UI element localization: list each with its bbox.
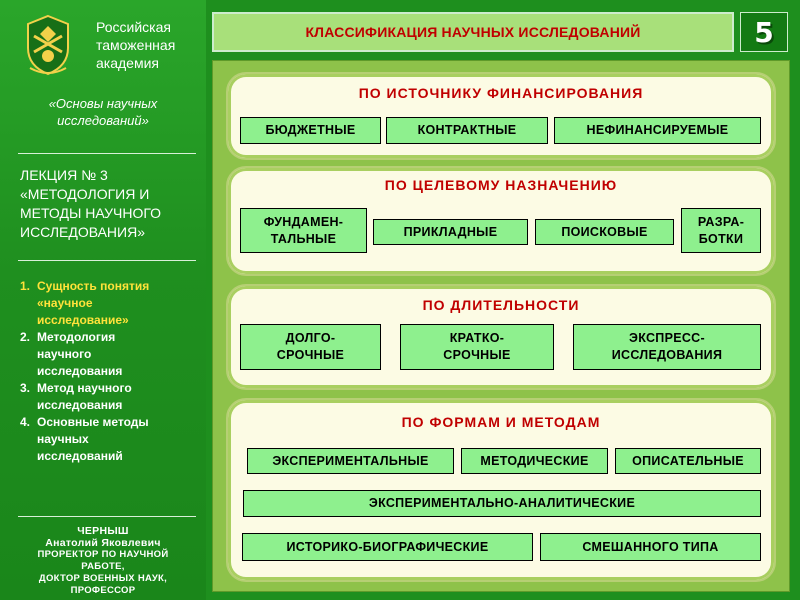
tag-line: СРОЧНЫЕ xyxy=(276,348,345,362)
tag-short-term: КРАТКО- СРОЧНЫЕ xyxy=(400,324,554,370)
outline-item-4[interactable]: 4. Основные методы научных исследований xyxy=(20,414,206,465)
lecture-line: ЛЕКЦИЯ № 3 xyxy=(20,167,108,183)
outline-line: исследований xyxy=(37,449,123,463)
outline-item-2[interactable]: 2. Методология научного исследования xyxy=(20,329,206,380)
section-funding xyxy=(226,72,776,160)
tag-mixed-type: СМЕШАННОГО ТИПА xyxy=(540,533,761,561)
tag-line: КРАТКО- xyxy=(449,331,505,345)
slide-number: 5 xyxy=(740,12,788,52)
course-line: «Основы научных xyxy=(48,96,158,111)
tag-unfunded: НЕФИНАНСИРУЕМЫЕ xyxy=(554,117,761,144)
author-name: Анатолий Яковлевич xyxy=(45,537,161,549)
tag-applied: ПРИКЛАДНЫЕ xyxy=(373,219,528,245)
outline-item-3[interactable]: 3. Метод научного исследования xyxy=(20,380,206,414)
sidebar xyxy=(0,0,206,600)
outline-line: Методология xyxy=(37,330,116,344)
section-title: ПО ДЛИТЕЛЬНОСТИ xyxy=(422,297,580,313)
lecture-line: МЕТОДЫ НАУЧНОГО xyxy=(20,205,162,221)
sidebar-divider xyxy=(18,260,196,261)
customs-emblem-icon xyxy=(22,12,74,78)
academy-name: Российская таможенная академия xyxy=(96,18,206,72)
tag-line: ЭКСПРЕСС- xyxy=(629,331,705,345)
sidebar-divider xyxy=(18,516,196,517)
tag-methodical: МЕТОДИЧЕСКИЕ xyxy=(461,448,608,474)
tag-exploratory: ПОИСКОВЫЕ xyxy=(535,219,674,245)
tag-line: ИССЛЕДОВАНИЯ xyxy=(611,348,723,362)
outline-line: «научное xyxy=(37,296,93,310)
tag-fundamental: ФУНДАМЕН- ТАЛЬНЫЕ xyxy=(240,208,367,253)
author-position: ДОКТОР ВОЕННЫХ НАУК, xyxy=(38,573,168,584)
outline-line: исследования xyxy=(37,398,123,412)
tag-line: ФУНДАМЕН- xyxy=(263,214,344,229)
tag-line: БОТКИ xyxy=(698,231,744,246)
academy-line: таможенная xyxy=(96,37,176,53)
lecture-title: ЛЕКЦИЯ № 3 «МЕТОДОЛОГИЯ И МЕТОДЫ НАУЧНОГ… xyxy=(20,166,200,242)
author-block: ЧЕРНЫШ Анатолий Яковлевич ПРОРЕКТОР ПО Н… xyxy=(8,525,198,597)
academy-line: академия xyxy=(96,55,159,71)
course-title: «Основы научных исследований» xyxy=(10,95,196,129)
tag-historical-biographical: ИСТОРИКО-БИОГРАФИЧЕСКИЕ xyxy=(242,533,533,561)
outline-line: Метод научного xyxy=(37,381,132,395)
outline-line: Основные методы xyxy=(37,415,149,429)
tag-budget: БЮДЖЕТНЫЕ xyxy=(240,117,381,144)
tag-line: СРОЧНЫЕ xyxy=(443,348,511,362)
lecture-outline: 1. Сущность понятия «научное исследовани… xyxy=(20,278,206,465)
outline-number: 3. xyxy=(20,381,31,395)
outline-number: 4. xyxy=(20,415,31,429)
tag-descriptive: ОПИСАТЕЛЬНЫЕ xyxy=(615,448,761,474)
author-position: ПРОФЕССОР xyxy=(70,585,136,596)
outline-item-1[interactable]: 1. Сущность понятия «научное исследовани… xyxy=(20,278,206,329)
outline-line: Сущность понятия xyxy=(37,279,150,293)
tag-line: ДОЛГО- xyxy=(285,331,336,345)
tag-experimental: ЭКСПЕРИМЕНТАЛЬНЫЕ xyxy=(247,448,454,474)
slide-title: КЛАССИФИКАЦИЯ НАУЧНЫХ ИССЛЕДОВАНИЙ xyxy=(212,12,734,52)
outline-line: исследование» xyxy=(37,313,129,327)
outline-number: 2. xyxy=(20,330,31,344)
section-title: ПО ФОРМАМ И МЕТОДАМ xyxy=(401,414,601,430)
outline-number: 1. xyxy=(20,279,31,293)
tag-development: РАЗРА- БОТКИ xyxy=(681,208,761,253)
lecture-line: ИССЛЕДОВАНИЯ» xyxy=(20,224,145,240)
tag-long-term: ДОЛГО- СРОЧНЫЕ xyxy=(240,324,381,370)
section-title: ПО ЦЕЛЕВОМУ НАЗНАЧЕНИЮ xyxy=(384,177,618,193)
author-position: ПРОРЕКТОР ПО НАУЧНОЙ xyxy=(37,549,169,560)
tag-express: ЭКСПРЕСС- ИССЛЕДОВАНИЯ xyxy=(573,324,761,370)
course-line: исследований» xyxy=(57,113,149,128)
author-position: РАБОТЕ, xyxy=(81,561,125,572)
outline-line: исследования xyxy=(37,364,123,378)
outline-line: научного xyxy=(37,347,92,361)
tag-line: ТАЛЬНЫЕ xyxy=(270,231,337,246)
author-surname: ЧЕРНЫШ xyxy=(77,525,129,537)
tag-experimental-analytical: ЭКСПЕРИМЕНТАЛЬНО-АНАЛИТИЧЕСКИЕ xyxy=(243,490,761,517)
lecture-line: «МЕТОДОЛОГИЯ И xyxy=(20,186,150,202)
tag-line: РАЗРА- xyxy=(697,214,745,229)
outline-line: научных xyxy=(37,432,89,446)
academy-line: Российская xyxy=(96,19,171,35)
tag-contract: КОНТРАКТНЫЕ xyxy=(386,117,548,144)
section-title: ПО ИСТОЧНИКУ ФИНАНСИРОВАНИЯ xyxy=(358,85,644,101)
sidebar-divider xyxy=(18,153,196,154)
